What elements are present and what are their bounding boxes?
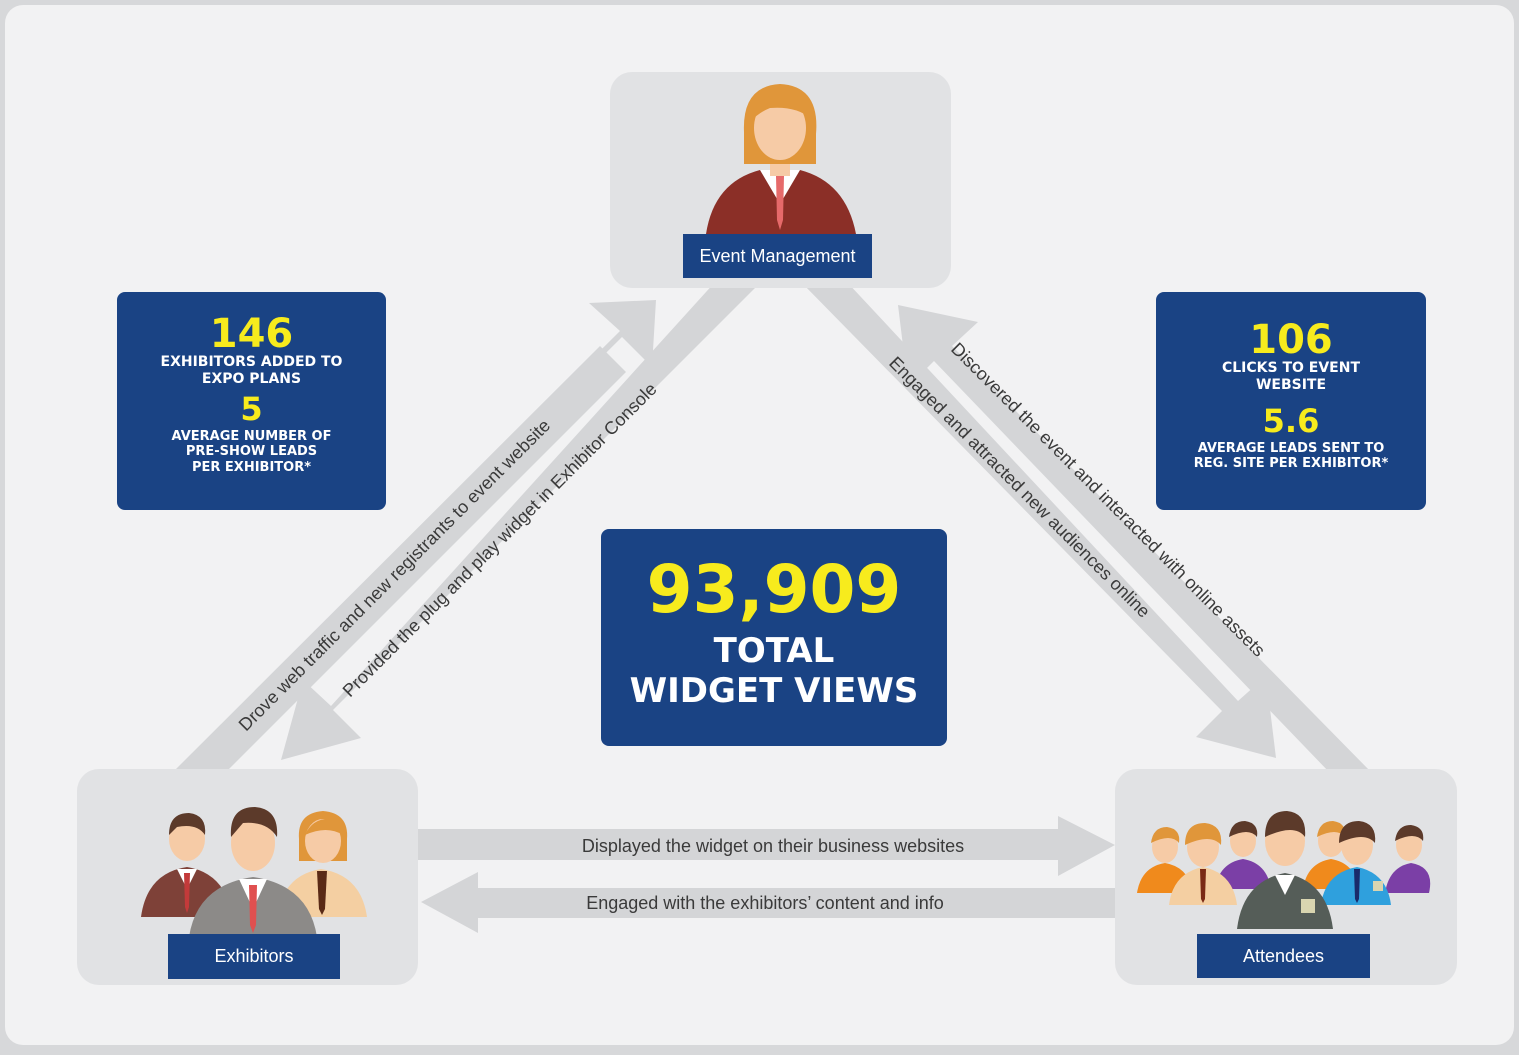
exhibitors-added-value: 146 — [209, 311, 294, 357]
avg-preshow-leads-caption-line1: AVERAGE NUMBER OF — [171, 429, 332, 445]
event-management-node: Event Management — [610, 72, 951, 288]
avg-preshow-leads-value: 5 — [240, 390, 263, 429]
manager-avatar-icon — [706, 84, 856, 234]
avg-leads-sent-value: 5.6 — [1262, 402, 1320, 441]
flow-label-attendees-to-exhibitors: Engaged with the exhibitors’ content and… — [586, 893, 944, 913]
avg-leads-sent-caption-line2: REG. SITE PER EXHIBITOR* — [1193, 456, 1389, 472]
avg-preshow-leads-caption-line3: PER EXHIBITOR* — [191, 459, 312, 475]
exhibitors-node: Exhibitors — [77, 769, 418, 985]
total-widget-views-box: 93,909 TOTAL WIDGET VIEWS — [601, 529, 947, 746]
website-stats-box: 106 CLICKS TO EVENT WEBSITE 5.6 AVERAGE … — [1156, 292, 1426, 510]
exhibitors-added-caption-line1: EXHIBITORS ADDED TO — [160, 354, 343, 370]
avg-leads-sent-caption-line1: AVERAGE LEADS SENT TO — [1197, 441, 1385, 457]
exhibitors-added-caption-line2: EXPO PLANS — [201, 370, 302, 387]
attendees-label: Attendees — [1197, 934, 1370, 978]
total-widget-views-value: 93,909 — [646, 551, 902, 628]
exhibitors-group-icon — [141, 807, 367, 937]
arrow-attendees-to-event — [898, 305, 1372, 773]
flow-label-exhibitors-to-attendees: Displayed the widget on their business w… — [582, 836, 964, 856]
total-widget-views-caption-line2: WIDGET VIEWS — [629, 671, 919, 711]
arrow-attendees-to-exhibitors — [421, 872, 1116, 933]
attendees-node: Attendees — [1115, 769, 1457, 985]
attendees-crowd-icon — [1137, 811, 1431, 929]
exhibitors-label: Exhibitors — [168, 934, 340, 979]
arrow-event-to-attendees — [800, 281, 1276, 758]
clicks-to-website-value: 106 — [1249, 317, 1333, 363]
clicks-to-website-caption-line2: WEBSITE — [1255, 376, 1327, 393]
arrow-event-to-exhibitors — [281, 281, 762, 760]
avg-preshow-leads-caption-line2: PRE-SHOW LEADS — [185, 444, 318, 460]
clicks-to-website-caption-line1: CLICKS TO EVENT — [1221, 360, 1361, 376]
arrow-exhibitors-to-event-body — [175, 346, 626, 798]
arrow-exhibitors-to-attendees — [417, 816, 1115, 876]
total-widget-views-caption-line1: TOTAL — [713, 631, 835, 671]
event-management-label: Event Management — [683, 234, 872, 278]
exhibitor-stats-box: 146 EXHIBITORS ADDED TO EXPO PLANS 5 AVE… — [117, 292, 386, 510]
